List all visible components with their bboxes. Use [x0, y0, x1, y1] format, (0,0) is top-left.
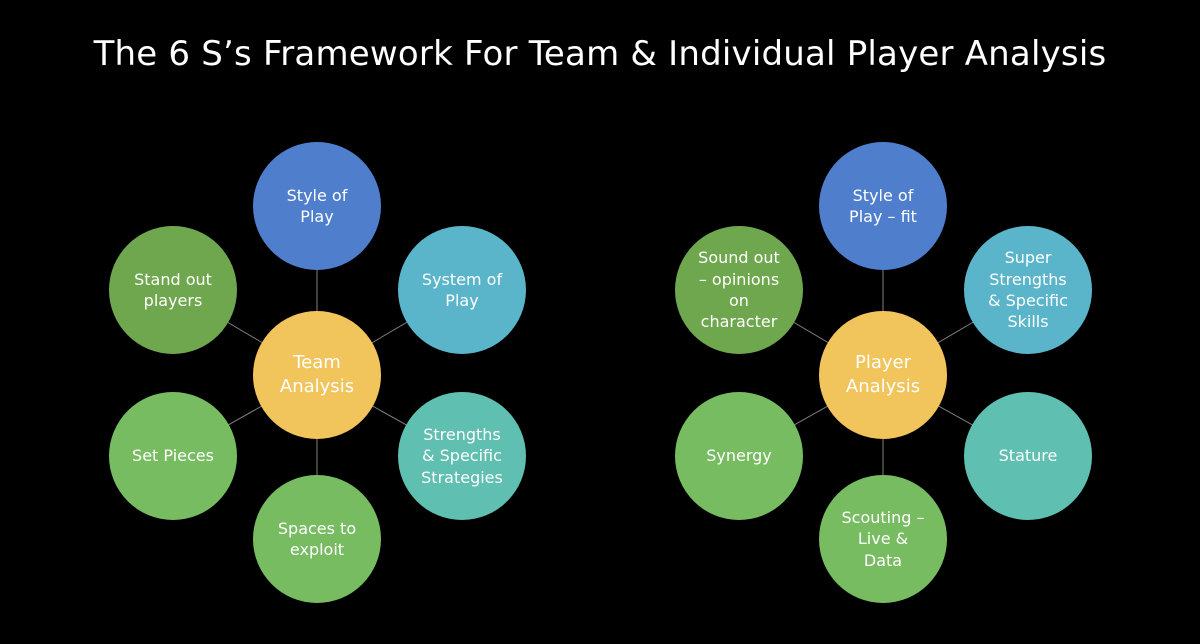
center-node: Team Analysis	[253, 311, 381, 439]
outer-node: Style of Play	[253, 142, 381, 270]
outer-node: Spaces to exploit	[253, 475, 381, 603]
outer-node: Style of Play – fit	[819, 142, 947, 270]
outer-node: Super Strengths & Specific Skills	[964, 226, 1092, 354]
page-title: The 6 S’s Framework For Team & Individua…	[93, 34, 1107, 74]
outer-node: Stature	[964, 392, 1092, 520]
outer-node: Synergy	[675, 392, 803, 520]
outer-node: Strengths & Specific Strategies	[398, 392, 526, 520]
outer-node: Stand out players	[109, 226, 237, 354]
outer-node: Scouting – Live & Data	[819, 475, 947, 603]
center-node: Player Analysis	[819, 311, 947, 439]
outer-node: System of Play	[398, 226, 526, 354]
outer-node: Set Pieces	[109, 392, 237, 520]
outer-node: Sound out – opinions on character	[675, 226, 803, 354]
